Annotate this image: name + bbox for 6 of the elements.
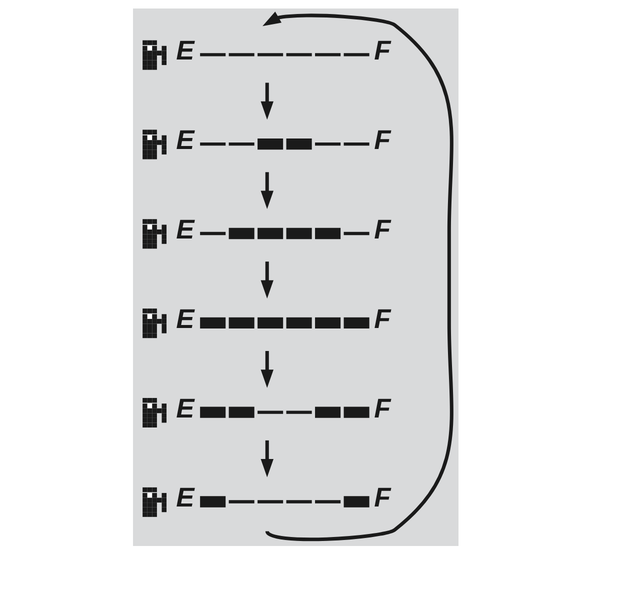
node-label: F (374, 392, 391, 424)
node-label: F (374, 302, 391, 334)
node-label: F (374, 482, 391, 513)
node-label: F (374, 213, 391, 244)
node-label: F (374, 124, 391, 156)
node-label: F (374, 34, 391, 66)
